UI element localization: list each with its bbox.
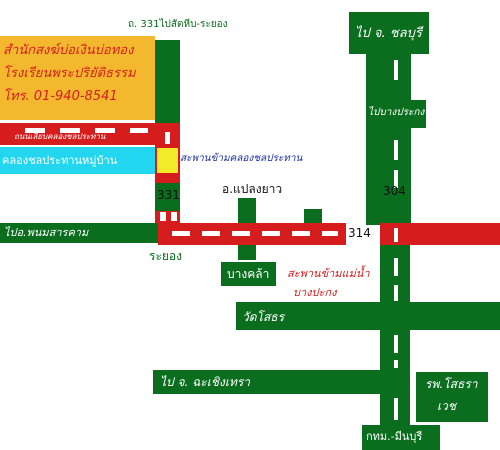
bridge-canal-road-label: ถนนเลียบคลองชลประทาน [14,132,106,141]
to-chachoengsao-road [153,370,400,394]
road-dash [130,128,148,133]
road-dash [202,231,220,236]
road-dash [394,228,398,242]
road-dash [394,140,398,160]
river-bridge-label-line1: สะพานข้ามแม่น้ำ [287,267,370,280]
road-dash [394,258,398,276]
to-bang-pakong-road-box [366,100,426,128]
road-dash [292,231,310,236]
road-dash [394,60,398,80]
canal-bridge-marker [157,148,178,173]
road-dash [394,335,398,353]
rayong-road-stub [155,183,180,211]
route-314-label: 314 [348,226,371,240]
bang-khla-label: บางคล้า [227,267,270,281]
canal-village-band [0,147,155,174]
road-dash [165,132,170,144]
temple-sign-box [0,36,155,120]
road-dash [171,212,177,221]
road-dash [172,231,190,236]
sothon-hospital-label-line2: เวช [437,399,456,413]
road-dash [232,231,250,236]
bangkok-minburi-box [362,425,440,450]
to-chonburi-label: ไป จ. ชลบุรี [355,26,422,41]
route-331-north-label: ถ. 331ไปสัตหีบ-ระยอง [128,19,228,30]
road-dash [394,170,398,188]
route-304-label: 304 [383,184,406,198]
to-chonburi-box [349,12,429,54]
canal-village-label: คลองชลประทานหมู่บ้าน [2,154,118,167]
rayong-label: ระยอง [149,249,182,263]
road-dash [394,285,398,301]
to-phanom-sarakham-road [0,223,158,243]
sothon-hospital-label-line1: รพ.โสธรา [425,377,478,391]
road-dash [322,231,338,236]
river-bridge-label-line2: บางปะกง [293,286,337,299]
road-dash [262,231,280,236]
route-331-north-road [155,40,180,132]
route-314-east-road [380,223,500,245]
road-dash [95,128,115,133]
wat-sothon-road [236,302,500,330]
to-phanom-sarakham-label: ไปอ.พนมสารคาม [4,226,89,239]
plaeng-yao-label: อ.แปลงยาว [222,182,283,196]
to-chachoengsao-label: ไป จ. ฉะเชิงเทรา [160,375,251,389]
road-dash [60,128,80,133]
canal-bridge-label: สะพานข้ามคลองชลประทาน [180,153,303,164]
route-314-road [158,223,346,245]
sothon-hospital-box [416,372,488,422]
bangkok-minburi-label: กทม.-มีนบุรี [366,430,423,443]
temple-name: สำนักสงฆ์บ่อเงินบ่อทอง [3,43,134,58]
school-name: โรงเรียนพระปริยัติธรรม [3,66,136,81]
road-dash [394,360,398,368]
road-dash [394,398,398,420]
wat-sothon-label: วัดโสธร [242,310,285,324]
phone-number: โทร. 01-940-8541 [3,89,118,104]
road-dash [25,128,45,133]
route-331-label: 331 [157,188,180,202]
road-dash [160,212,166,221]
bang-khla-label-box [221,262,276,286]
to-bang-pakong-label: ไปบางประกง [368,107,425,118]
